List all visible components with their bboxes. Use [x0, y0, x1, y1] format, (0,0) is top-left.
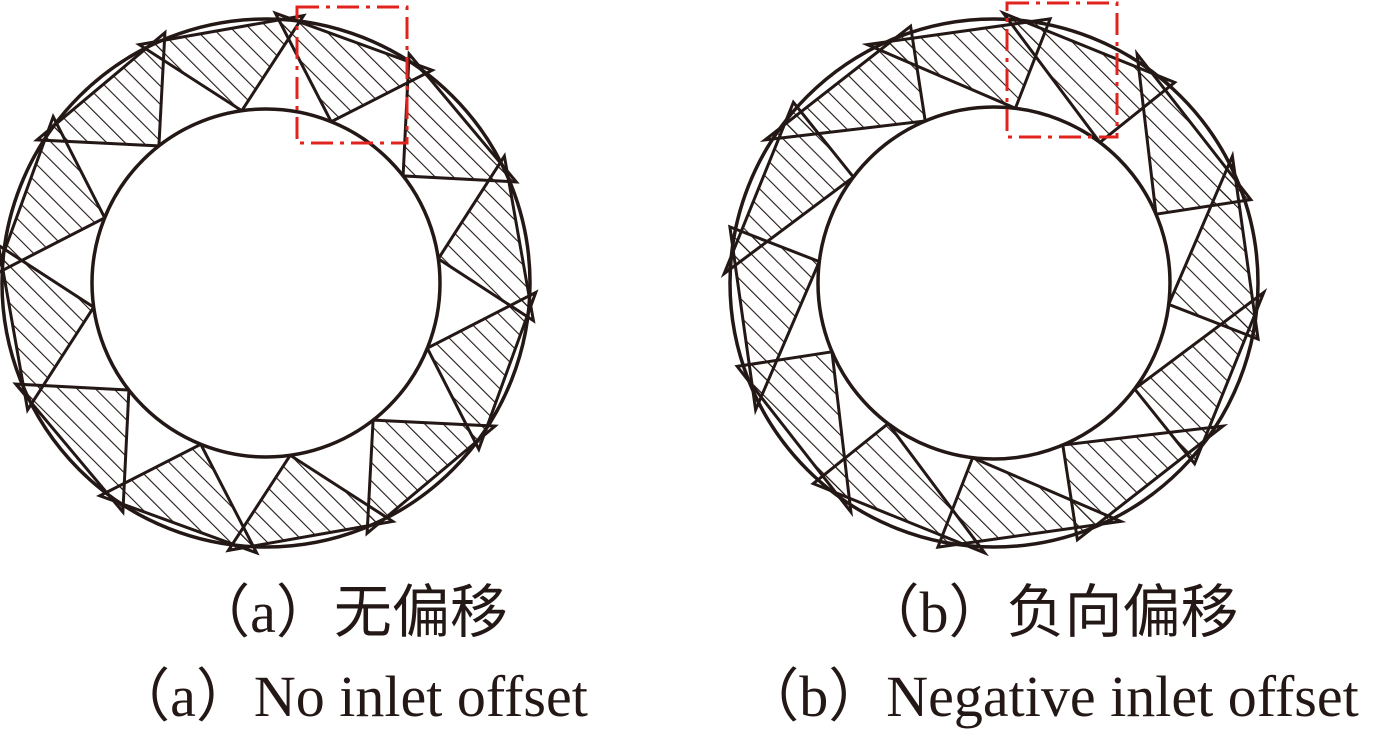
highlight-box-b [1005, 1, 1119, 139]
vane-wedge [720, 99, 856, 279]
vane-wedge [425, 289, 539, 453]
outer-ring-circle [0, 17, 532, 549]
vane-wedge [33, 29, 167, 148]
vane-wedge [272, 10, 436, 124]
panel-b-negative-offset [720, 1, 1268, 557]
vane-wedge [861, 17, 1053, 111]
outer-ring-circle [728, 17, 1260, 549]
vane-wedge [1134, 48, 1254, 216]
caption-b-english: （b）Negative inlet offset [741, 664, 1359, 729]
vane-wedge [225, 453, 397, 553]
inner-ring-circle [90, 107, 442, 459]
vane-wedge [734, 350, 854, 518]
inner-ring-circle [816, 105, 1172, 461]
vane-wedge [365, 418, 499, 537]
vane-wedge [728, 224, 822, 416]
vane-wedge [1166, 150, 1260, 342]
caption-a-english: （a）No inlet offset [112, 664, 588, 729]
vane-group-a [0, 10, 539, 556]
vane-wedge [935, 455, 1127, 549]
vane-wedge [998, 9, 1178, 145]
vane-wedge [135, 13, 307, 113]
vane-wedge [0, 113, 107, 274]
vane-wedge [1132, 287, 1268, 467]
vane-wedge [810, 421, 990, 557]
vane-wedge [759, 23, 927, 143]
vane-wedge [0, 244, 96, 414]
vane-wedge [1061, 423, 1229, 543]
vane-wedge [96, 442, 260, 556]
vane-group-b [720, 9, 1268, 557]
vane-wedge [12, 382, 131, 516]
vane-wedge [436, 152, 536, 324]
highlight-box-a [295, 5, 409, 145]
panel-a-no-offset [0, 5, 539, 556]
caption-a-chinese: （a）无偏移 [192, 580, 508, 645]
caption-b-chinese: （b）负向偏移 [861, 580, 1239, 645]
